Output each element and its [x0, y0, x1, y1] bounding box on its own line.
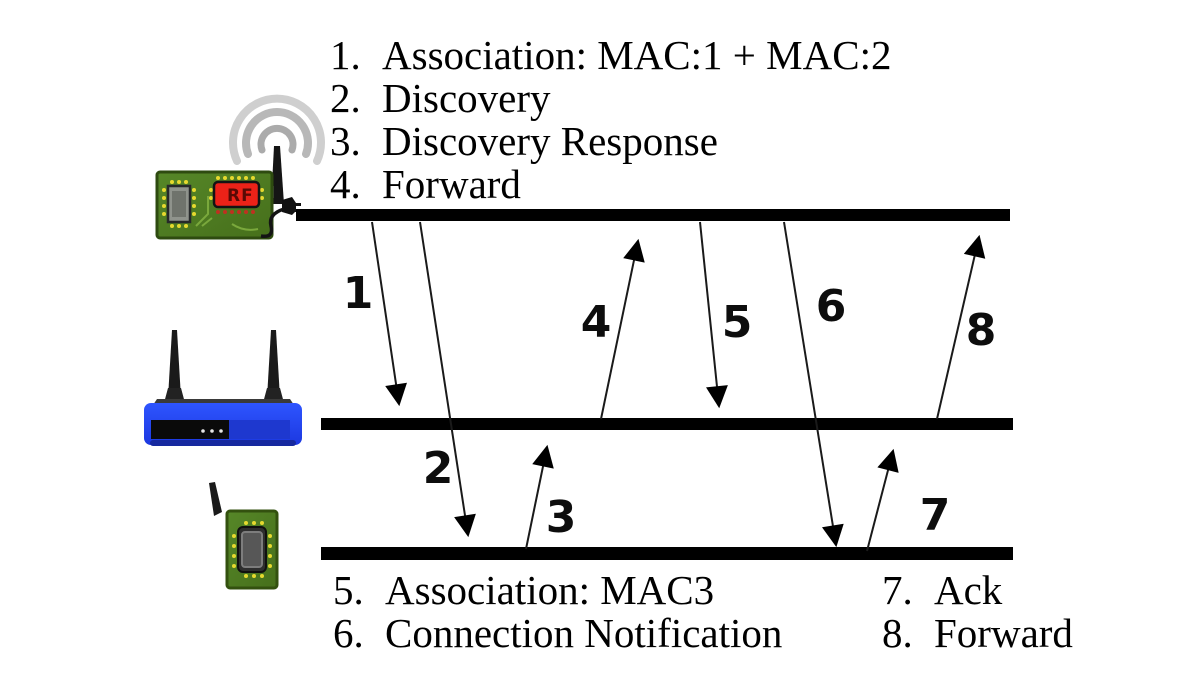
arrow-label-3: 3: [546, 492, 577, 543]
arrow-2: [419, 221, 476, 538]
router-timeline: [321, 418, 1013, 430]
legend-item: 1. Association: MAC:1 + MAC:2: [330, 34, 891, 77]
arrow-label-6: 6: [816, 281, 847, 332]
arrow-number-labels: 1 2 3 4 5 6 7 8: [343, 268, 997, 543]
gateway-timeline: [296, 209, 1010, 221]
legend-item: 6. Connection Notification: [333, 612, 782, 655]
end-device-antenna-icon: [209, 482, 222, 516]
legend-item: 8. Forward: [882, 612, 1073, 655]
arrow-4: [600, 238, 645, 420]
arrow-5: [699, 221, 728, 409]
legend-item: 5. Association: MAC3: [333, 569, 782, 612]
legend-item-number: 3.: [330, 118, 361, 164]
arrow-label-7: 7: [920, 490, 951, 541]
legend-item: 3. Discovery Response: [330, 120, 891, 163]
legend-item-number: 2.: [330, 75, 361, 121]
arrow-label-5: 5: [722, 297, 753, 348]
board-traces: [195, 196, 213, 227]
legend-item-number: 7.: [882, 567, 913, 613]
router-front-right: [229, 420, 290, 439]
legend-item-number: 4.: [330, 161, 361, 207]
rf-chip-solder-dots: [216, 210, 255, 214]
legend-top: 1. Association: MAC:1 + MAC:2 2. Discove…: [330, 34, 891, 206]
arrow-3: [525, 444, 554, 550]
arrow-label-1: 1: [343, 268, 374, 319]
legend-item-label: Association: MAC:1 + MAC:2: [382, 32, 892, 78]
legend-item: 4. Forward: [330, 163, 891, 206]
message-arrows: [371, 221, 986, 552]
router-front-panel: [151, 420, 229, 439]
rf-chip-pins: [209, 176, 264, 200]
legend-item-label: Discovery Response: [382, 118, 718, 164]
gateway-chip-pins: [162, 180, 196, 228]
legend-bottom-right: 7. Ack 8. Forward: [882, 569, 1073, 655]
router-device-icon: [144, 330, 302, 446]
legend-item: 2. Discovery: [330, 77, 891, 120]
rf-chip: [212, 180, 261, 209]
board-trace: [231, 223, 259, 231]
legend-item: 7. Ack: [882, 569, 1073, 612]
router-antenna-left-icon: [168, 330, 181, 398]
end-device-pins: [232, 521, 272, 578]
legend-item-label: Forward: [382, 161, 521, 207]
gateway-chip-core: [172, 191, 186, 217]
router-base: [150, 440, 296, 446]
router-led-lights: [201, 429, 223, 433]
end-device-chip-core: [241, 531, 263, 568]
legend-item-number: 1.: [330, 32, 361, 78]
router-antenna-right-icon: [267, 330, 280, 398]
arrow-7: [866, 448, 899, 552]
arrow-8: [936, 234, 986, 420]
legend-item-label: Connection Notification: [385, 610, 783, 656]
legend-item-label: Ack: [934, 567, 1003, 613]
legend-item-label: Discovery: [382, 75, 551, 121]
legend-bottom-left: 5. Association: MAC3 6. Connection Notif…: [333, 569, 782, 655]
arrow-label-2: 2: [423, 443, 454, 494]
gateway-antenna-icon: [271, 146, 284, 204]
legend-item-number: 8.: [882, 610, 913, 656]
power-cord: [260, 207, 285, 239]
rf-gateway-device-icon: RF: [155, 94, 325, 240]
end-device-icon: [209, 482, 279, 590]
arrow-label-4: 4: [581, 297, 612, 348]
legend-item-label: Forward: [934, 610, 1073, 656]
legend-item-number: 6.: [333, 610, 364, 656]
radio-waves-icon: [229, 94, 325, 165]
rf-chip-label: RF: [227, 186, 254, 206]
arrow-label-8: 8: [966, 305, 997, 356]
legend-item-label: Association: MAC3: [385, 567, 715, 613]
end-device-timeline: [321, 547, 1013, 560]
arrow-6: [783, 221, 844, 548]
arrow-1: [371, 221, 407, 407]
legend-item-number: 5.: [333, 567, 364, 613]
